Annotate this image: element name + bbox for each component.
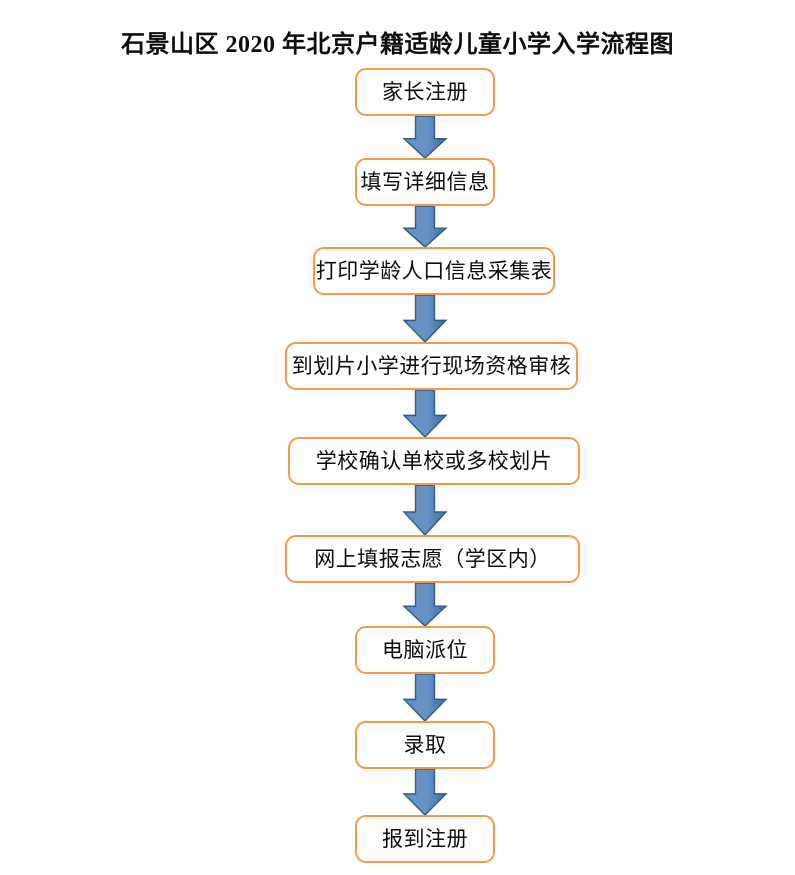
flow-node-label: 家长注册 [382,79,468,104]
flow-arrow-down-icon [402,673,448,723]
flow-arrow-down-icon [402,115,448,159]
flow-arrow-down-icon [402,389,448,439]
flow-node-9[interactable]: 报到注册 [355,815,495,863]
flow-arrow-down-icon [402,294,448,344]
flow-node-3[interactable]: 打印学龄人口信息采集表 [313,247,555,295]
flow-node-6[interactable]: 网上填报志愿（学区内） [285,535,580,583]
flow-node-label: 到划片小学进行现场资格审核 [291,353,572,378]
flow-node-8[interactable]: 录取 [355,721,495,769]
flow-node-label: 学校确认单校或多校划片 [315,448,553,473]
flow-arrow-down-icon [402,768,448,816]
flow-arrow-down-icon [402,582,448,627]
flow-node-label: 录取 [403,732,447,757]
page-title: 石景山区 2020 年北京户籍适龄儿童小学入学流程图 [121,32,674,58]
flow-node-label: 打印学龄人口信息采集表 [315,258,553,283]
flow-arrow-down-icon [402,484,448,537]
flow-node-7[interactable]: 电脑派位 [355,626,495,674]
flow-node-2[interactable]: 填写详细信息 [355,158,495,206]
flow-node-label: 填写详细信息 [360,169,490,194]
flow-node-label: 网上填报志愿（学区内） [314,546,551,571]
flow-node-4[interactable]: 到划片小学进行现场资格审核 [285,342,578,390]
flow-node-5[interactable]: 学校确认单校或多校划片 [288,437,580,485]
flow-node-1[interactable]: 家长注册 [355,68,495,116]
flow-node-label: 电脑派位 [382,637,468,662]
flow-arrow-down-icon [402,205,448,248]
flow-node-label: 报到注册 [382,826,468,851]
